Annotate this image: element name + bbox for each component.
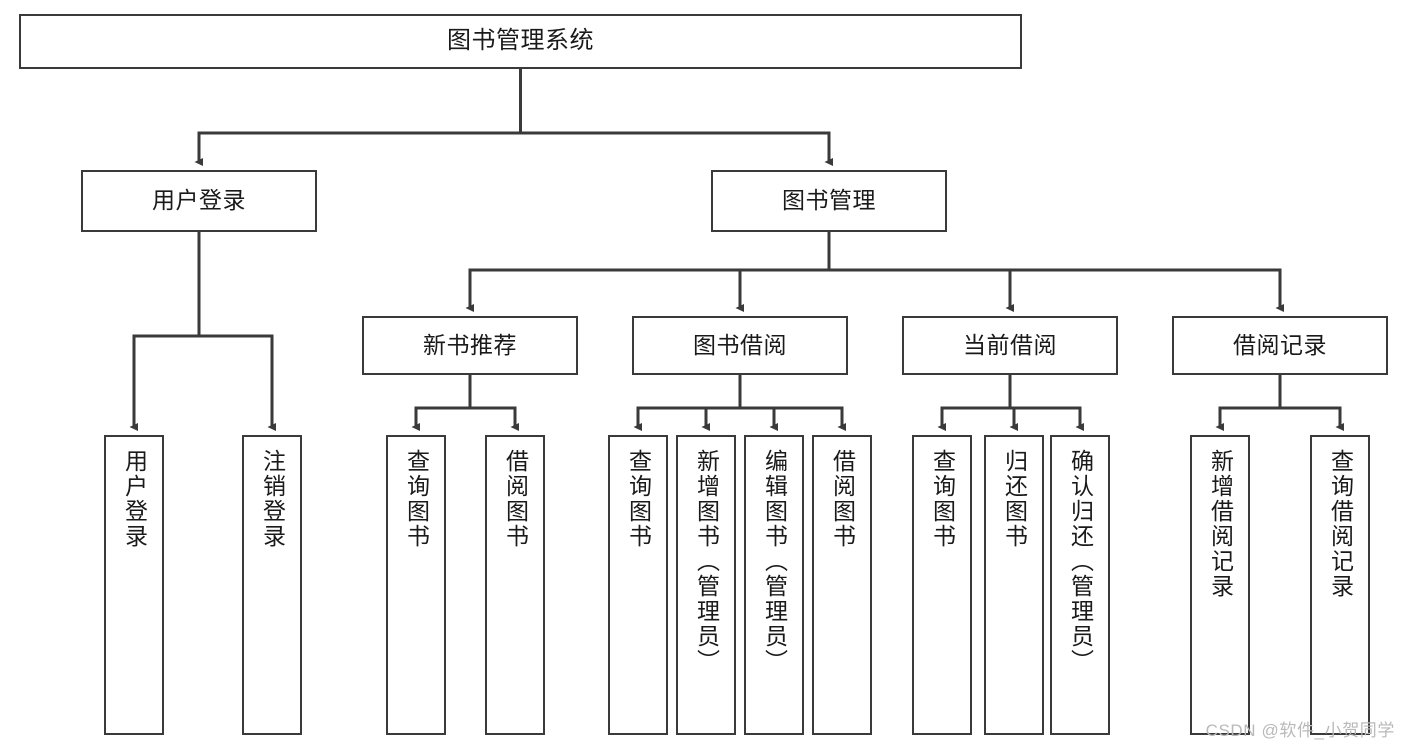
node-leaf-user-login[interactable]: 用户登录 [104,435,164,735]
node-leaf-record-query-label: 查询借阅记录 [1327,449,1354,599]
node-leaf-current-query[interactable]: 查询图书 [912,435,972,735]
node-leaf-borrow-edit-book[interactable]: 编辑图书（管理员） [744,435,804,735]
node-current-borrow-label: 当前借阅 [963,331,1057,358]
node-current-borrow[interactable]: 当前借阅 [902,316,1118,375]
node-leaf-borrow-add-book-label: 新增图书（管理员） [693,449,720,674]
node-user-login-label: 用户登录 [152,187,246,214]
node-leaf-borrow-query-label: 查询图书 [625,449,652,549]
node-leaf-current-return-label: 归还图书 [1001,449,1028,549]
node-leaf-newbook-query-label: 查询图书 [403,449,430,549]
node-book-borrow-label: 图书借阅 [693,331,787,358]
node-leaf-current-return[interactable]: 归还图书 [984,435,1044,735]
node-leaf-record-add-label: 新增借阅记录 [1207,449,1234,599]
node-leaf-logout[interactable]: 注销登录 [242,435,302,735]
node-leaf-borrow-query[interactable]: 查询图书 [608,435,668,735]
node-leaf-borrow-book[interactable]: 借阅图书 [812,435,872,735]
node-borrow-records[interactable]: 借阅记录 [1172,316,1388,375]
watermark: CSDN @软件_小贺同学 [1205,721,1395,740]
node-leaf-logout-label: 注销登录 [259,449,286,549]
node-leaf-current-query-label: 查询图书 [929,449,956,549]
node-book-borrow[interactable]: 图书借阅 [632,316,848,375]
node-user-login[interactable]: 用户登录 [81,170,317,232]
node-leaf-current-confirm-return-label: 确认归还（管理员） [1067,449,1094,674]
node-leaf-record-add[interactable]: 新增借阅记录 [1190,435,1250,735]
node-leaf-borrow-edit-book-label: 编辑图书（管理员） [761,449,788,674]
node-root-label: 图书管理系统 [447,27,594,55]
node-leaf-newbook-borrow-label: 借阅图书 [502,449,529,549]
node-borrow-records-label: 借阅记录 [1233,331,1327,358]
node-root[interactable]: 图书管理系统 [19,14,1022,69]
node-leaf-current-confirm-return[interactable]: 确认归还（管理员） [1050,435,1110,735]
node-book-management[interactable]: 图书管理 [711,170,947,232]
node-leaf-borrow-add-book[interactable]: 新增图书（管理员） [676,435,736,735]
node-book-management-label: 图书管理 [782,187,876,214]
node-leaf-newbook-borrow[interactable]: 借阅图书 [485,435,545,735]
node-leaf-newbook-query[interactable]: 查询图书 [386,435,446,735]
node-new-book-recommend[interactable]: 新书推荐 [362,316,578,375]
node-leaf-user-login-label: 用户登录 [121,449,148,549]
node-leaf-borrow-book-label: 借阅图书 [829,449,856,549]
node-leaf-record-query[interactable]: 查询借阅记录 [1310,435,1370,735]
node-new-book-recommend-label: 新书推荐 [423,331,517,358]
